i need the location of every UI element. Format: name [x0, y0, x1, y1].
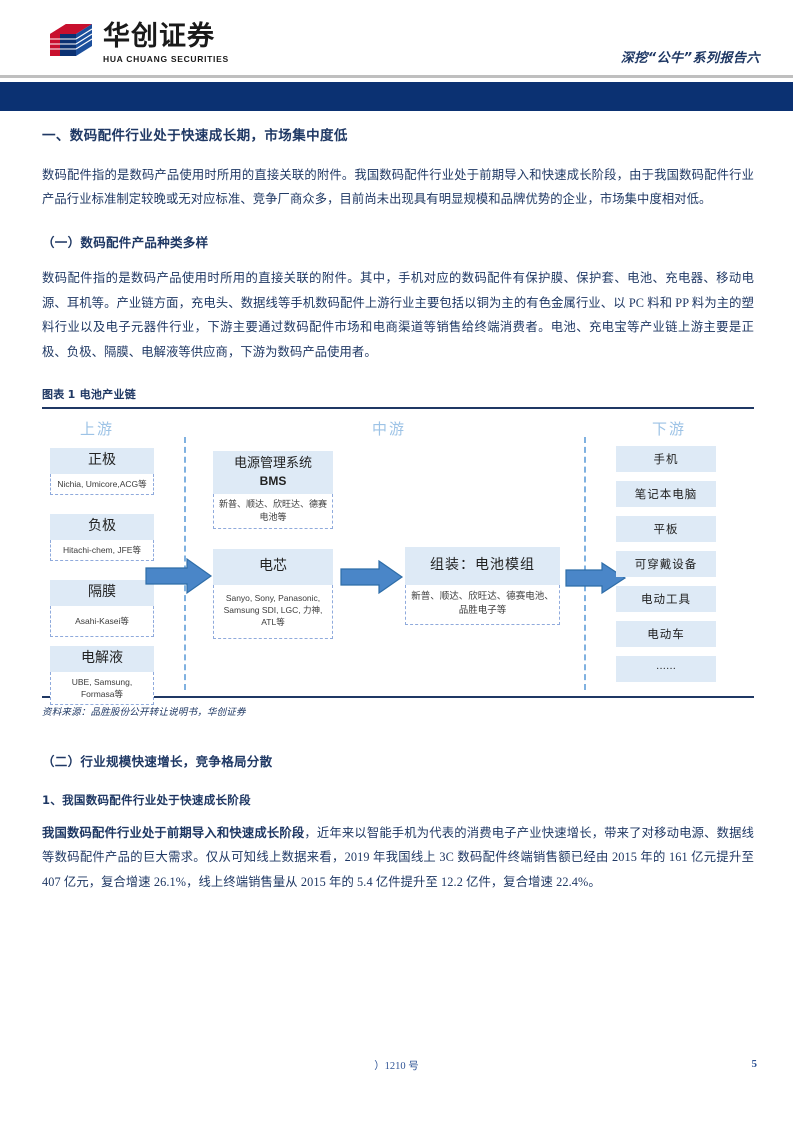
flow-arrow-upstream-to-midstream-icon: [145, 557, 213, 600]
header-blue-band: [0, 82, 793, 111]
downstream-box-laptop: 笔记本电脑: [616, 481, 716, 508]
figure-bottom-rule: [42, 696, 754, 699]
flow-arrow-midstream-to-assembly-icon: [340, 559, 404, 600]
upstream-box-electrolyte-sub: UBE, Samsung, Formasa等: [50, 671, 154, 706]
upstream-box-anode-title: 负极: [50, 514, 154, 540]
section-heading-b: （二）行业规模快速增长，竞争格局分散: [42, 754, 273, 770]
intro-paragraph: 数码配件指的是数码产品使用时所用的直接关联的附件。我国数码配件行业处于前期导入和…: [42, 167, 754, 207]
column-header-midstream: 中游: [372, 422, 407, 439]
assembly-box-sub: 新普、顺达、欣旺达、德赛电池、品胜电子等: [405, 584, 560, 626]
header-divider: [0, 75, 793, 78]
downstream-box-powertool: 电动工具: [616, 586, 716, 613]
paragraph-b-rest: ，近年来以智能手机为代表的消费电子产业快速增长，带来了对移动电源、数据线等数码配…: [42, 825, 754, 889]
upstream-box-cathode: 正极 Nichia, Umicore,ACG等: [50, 448, 154, 496]
divider-midstream-downstream: [584, 437, 586, 691]
midstream-box-bms: 电源管理系统 BMS 新普、顺达、欣旺达、德赛电池等: [213, 451, 333, 529]
figure-number: 1: [67, 388, 76, 402]
midstream-box-cell-title: 电芯: [213, 549, 333, 585]
page-header: 华创证券 HUA CHUANG SECURITIES 深挖“公牛”系列报告六: [0, 0, 793, 75]
figure-diagram: 上游 中游 下游 正极 Nichia, Umicore,ACG等 负极 Hita…: [42, 409, 754, 706]
downstream-box-wearable: 可穿戴设备: [616, 551, 716, 578]
upstream-box-separator-title: 隔膜: [50, 580, 154, 606]
column-header-downstream: 下游: [652, 422, 687, 439]
upstream-box-electrolyte-title: 电解液: [50, 646, 154, 672]
figure-title: 电池产业链: [79, 388, 137, 402]
midstream-box-bms-sub: 新普、顺达、欣旺达、德赛电池等: [213, 493, 333, 529]
company-logo: 华创证券 HUA CHUANG SECURITIES: [48, 22, 229, 68]
column-header-upstream: 上游: [80, 422, 115, 439]
midstream-box-cell-sub: Sanyo, Sony, Panasonic, Samsung SDI, LGC…: [213, 584, 333, 639]
downstream-box-tablet: 平板: [616, 516, 716, 543]
logo-chinese-name: 华创证券: [103, 21, 215, 52]
upstream-box-anode: 负极 Hitachi-chem, JFE等: [50, 514, 154, 562]
downstream-box-ev: 电动车: [616, 621, 716, 648]
footer-note: ）1210 号: [374, 1061, 419, 1072]
document-content: 一、数码配件行业处于快速成长期，市场集中度低 数码配件指的是数码产品使用时所用的…: [42, 128, 754, 894]
paragraph-b: 我国数码配件行业处于前期导入和快速成长阶段，近年来以智能手机为代表的消费电子产业…: [42, 821, 754, 895]
downstream-box-more: ······: [616, 656, 716, 683]
footer-page-number: 5: [751, 1058, 758, 1070]
section-heading-a: （一）数码配件产品种类多样: [42, 234, 209, 250]
logo-english-name: HUA CHUANG SECURITIES: [103, 53, 229, 64]
paragraph-b-lead: 我国数码配件行业处于前期导入和快速成长阶段: [42, 825, 305, 840]
flow-arrow-assembly-to-downstream-icon: [565, 561, 627, 600]
upstream-box-separator: 隔膜 Asahi-Kasei等: [50, 580, 154, 638]
report-series-title: 深挖“公牛”系列报告六: [620, 51, 760, 66]
midstream-box-bms-title2: BMS: [213, 473, 333, 494]
logo-wordmark: 华创证券 HUA CHUANG SECURITIES: [103, 21, 229, 64]
midstream-box-bms-title: 电源管理系统: [213, 451, 333, 474]
huachuang-cube-icon: [48, 22, 94, 68]
upstream-box-cathode-sub: Nichia, Umicore,ACG等: [50, 473, 154, 496]
upstream-box-anode-sub: Hitachi-chem, JFE等: [50, 539, 154, 562]
figure-label: 图表: [42, 388, 65, 402]
section-heading-1: 一、数码配件行业处于快速成长期，市场集中度低: [42, 128, 348, 144]
divider-upstream-midstream: [184, 437, 186, 691]
assembly-box: 组装：电池模组 新普、顺达、欣旺达、德赛电池、品胜电子等: [405, 547, 560, 626]
downstream-box-phone: 手机: [616, 446, 716, 473]
upstream-box-cathode-title: 正极: [50, 448, 154, 474]
midstream-box-cell: 电芯 Sanyo, Sony, Panasonic, Samsung SDI, …: [213, 549, 333, 639]
upstream-box-separator-sub: Asahi-Kasei等: [50, 605, 154, 638]
figure-source: 资料来源：品胜股份公开转让说明书，华创证券: [42, 708, 246, 719]
subsection-heading-b1: 1、我国数码配件行业处于快速成长阶段: [42, 792, 251, 807]
paragraph-a: 数码配件指的是数码产品使用时所用的直接关联的附件。其中，手机对应的数码配件有保护…: [42, 270, 754, 359]
assembly-box-title: 组装：电池模组: [405, 547, 560, 585]
figure-top-rule: [42, 407, 754, 410]
upstream-box-electrolyte: 电解液 UBE, Samsung, Formasa等: [50, 646, 154, 706]
